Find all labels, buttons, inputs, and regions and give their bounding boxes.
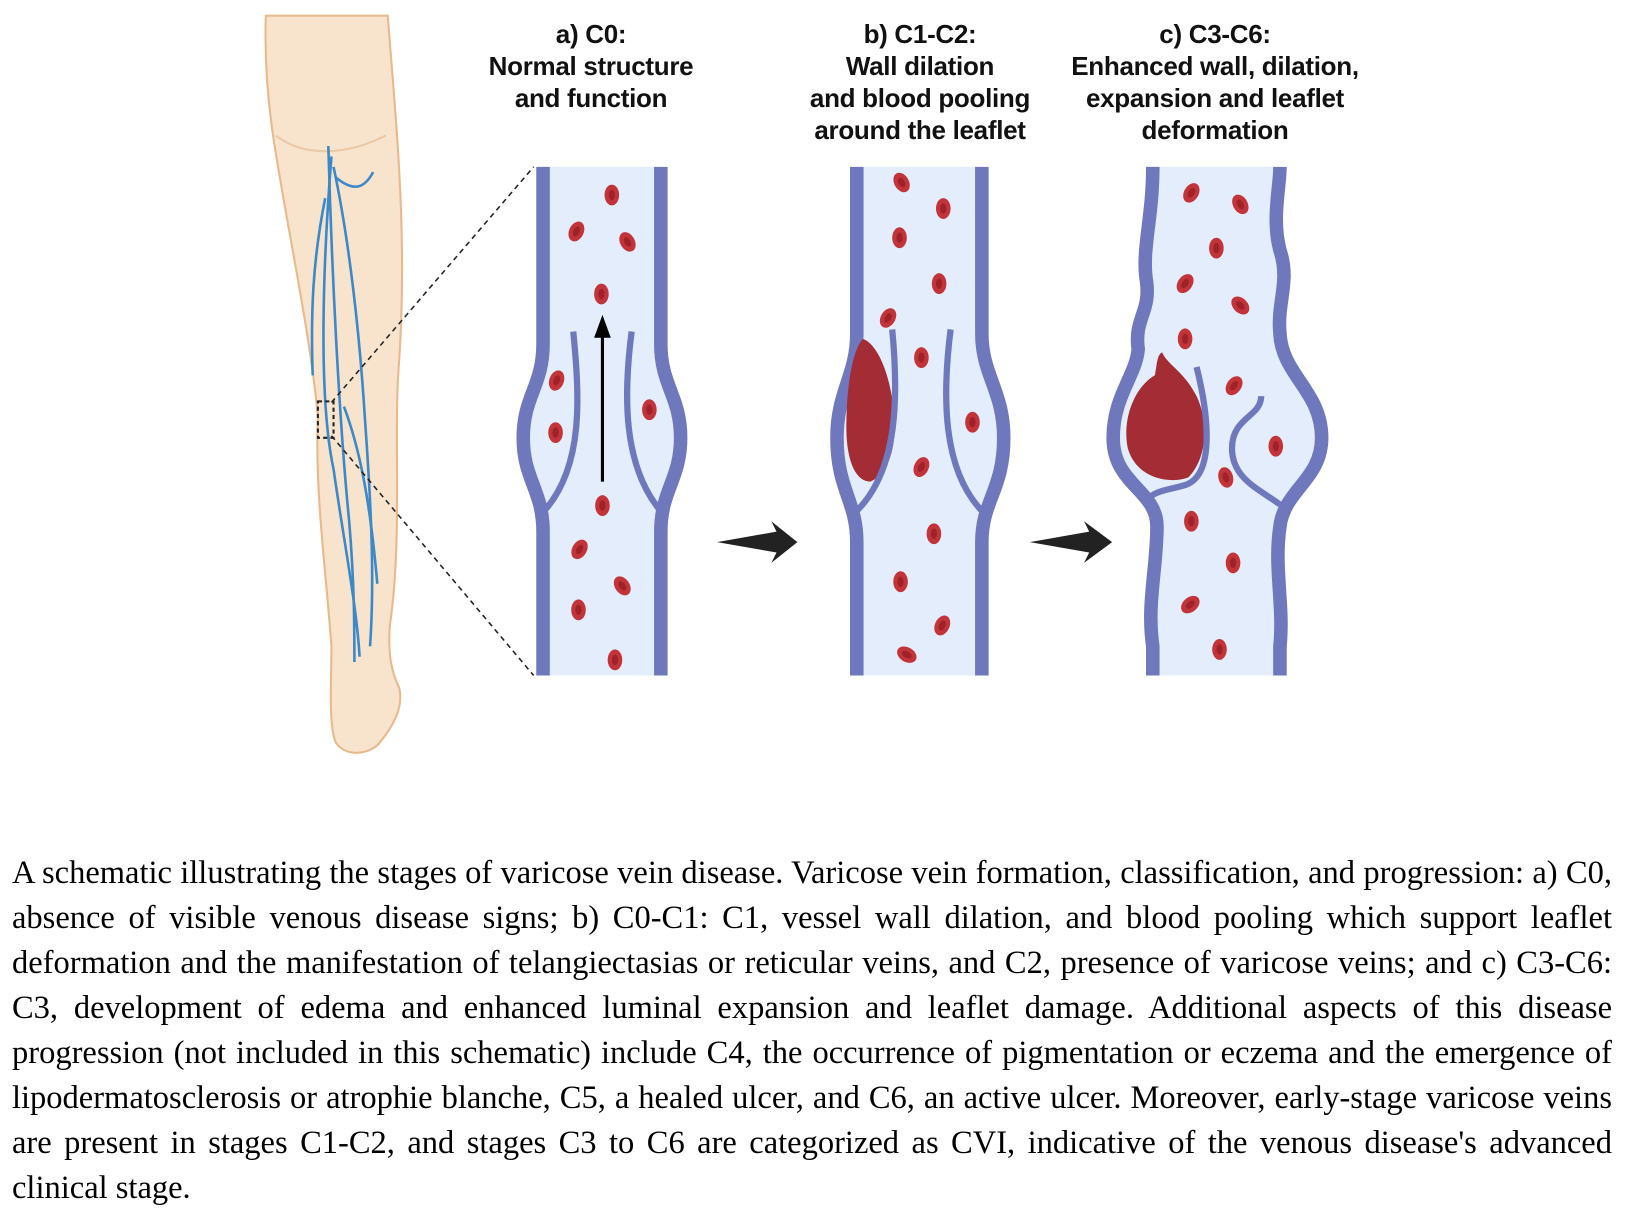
panel-description: and function	[514, 83, 668, 113]
panel-a-heading: a) C0: Normal structure and function	[411, 18, 771, 114]
panel-description: Wall dilation	[845, 51, 995, 81]
panel-label: c) C3-C6:	[1159, 19, 1271, 49]
panel-description: Enhanced wall, dilation,	[1071, 51, 1359, 81]
flow-arrow-icon	[594, 314, 611, 482]
panel-description: deformation	[1141, 115, 1289, 145]
panel-description: around the leaflet	[814, 115, 1026, 145]
panel-description: expansion and leaflet	[1085, 83, 1345, 113]
figure-caption: A schematic illustrating the stages of v…	[12, 854, 1612, 1206]
progression-arrow-icon	[717, 521, 798, 563]
panel-description: Normal structure	[488, 51, 694, 81]
panel-label: a) C0:	[555, 19, 627, 49]
varicose-vein-schematic	[264, 14, 1329, 754]
progression-arrow-icon	[1029, 521, 1113, 563]
leg-veins	[310, 145, 379, 662]
leg-illustration	[264, 14, 535, 754]
panel-description: and blood pooling	[809, 83, 1031, 113]
blood-clot	[846, 338, 895, 482]
blood-clot	[1126, 352, 1205, 481]
panel-b-heading: b) C1-C2: Wall dilation and blood poolin…	[740, 18, 1100, 146]
vessel-b-dilation	[830, 166, 1011, 676]
vessel-a-normal	[516, 166, 688, 676]
panel-label: b) C1-C2:	[863, 19, 977, 49]
vessel-c-deformation	[1106, 166, 1329, 676]
panel-c-heading: c) C3-C6: Enhanced wall, dilation, expan…	[1035, 18, 1395, 146]
